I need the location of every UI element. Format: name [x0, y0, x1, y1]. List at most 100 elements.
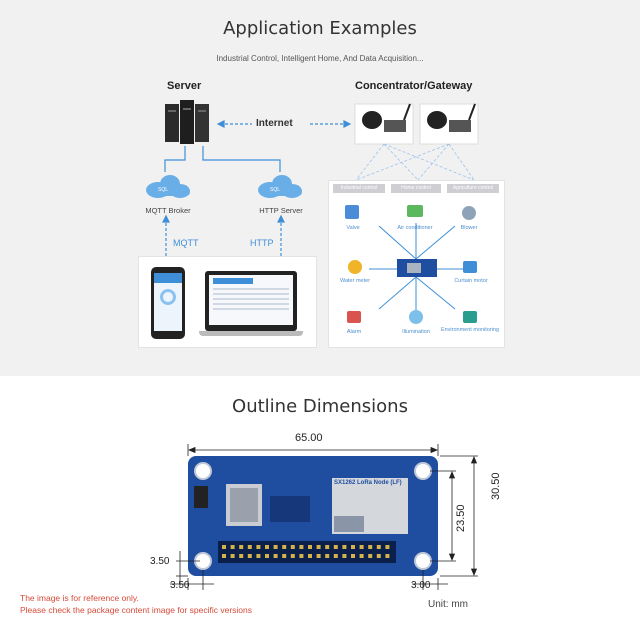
- mqtt-sql-label: SQL: [158, 187, 169, 193]
- device-environment-monitoring: Environment monitoring: [440, 327, 500, 333]
- hole-offset-right-label: 3.00: [411, 580, 431, 591]
- header-pin: [265, 554, 269, 558]
- header-pin: [376, 554, 381, 558]
- header-pin: [368, 545, 373, 549]
- height-dimension-lines: [430, 455, 478, 577]
- header-pin: [290, 545, 295, 549]
- header-pin: [230, 545, 235, 549]
- header-pin: [351, 554, 355, 558]
- application-diagram: [146, 100, 479, 266]
- header-pin: [359, 545, 364, 549]
- app-examples-title: Application Examples: [223, 18, 417, 39]
- header-pin: [299, 545, 304, 549]
- device-blower: Blower: [460, 225, 478, 231]
- header-pin: [376, 545, 381, 549]
- curtain-motor-icon: [463, 261, 477, 273]
- air-conditioner-icon: [407, 205, 423, 217]
- iot-zone-panel: Industrial control Home control Agricult…: [328, 180, 505, 348]
- header-pin: [273, 545, 278, 549]
- header-pin: [333, 545, 338, 549]
- blower-icon: [462, 206, 476, 220]
- zone-tag-industrial: Industrial control: [333, 184, 385, 193]
- width-dimension-line: [187, 444, 439, 456]
- header-pin: [230, 554, 235, 558]
- header-pin: [333, 554, 338, 558]
- header-pin: [325, 545, 330, 549]
- header-pin: [273, 554, 278, 558]
- application-examples-panel: [0, 0, 640, 376]
- mqtt-cloud-icon: [146, 175, 190, 198]
- http-sql-label: SQL: [270, 187, 281, 193]
- environment-monitoring-icon: [463, 311, 477, 323]
- device-curtain-motor: Curtain motor: [454, 278, 488, 284]
- header-pin: [290, 554, 295, 558]
- phone-icon: [151, 267, 185, 339]
- header-pin: [239, 545, 244, 549]
- inner-height-dim-label: 23.50: [455, 504, 467, 532]
- header-pin: [385, 554, 390, 558]
- zone-tag-home: Home control: [391, 184, 441, 193]
- client-panel: [138, 256, 317, 348]
- switch-icon: [194, 486, 208, 508]
- disclaimer-line2: Please check the package content image f…: [20, 605, 252, 615]
- header-pin: [247, 545, 252, 549]
- device-air-conditioner: Air conditioner: [397, 225, 433, 231]
- app-examples-subtitle: Industrial Control, Intelligent Home, An…: [216, 54, 424, 63]
- ic-block: [270, 496, 310, 522]
- valve-icon: [345, 205, 359, 219]
- header-pin: [351, 545, 355, 549]
- header-pin: [316, 554, 321, 558]
- header-pin: [239, 554, 244, 558]
- header-pin: [222, 545, 226, 549]
- module-label: SX1262 LoRa Node (LF): [334, 480, 402, 486]
- hole-offset-y-label: 3.50: [150, 556, 170, 567]
- device-alarm: Alarm: [346, 329, 362, 335]
- gateway-icon-2: [419, 103, 479, 145]
- header-pin: [265, 545, 269, 549]
- width-dim-label: 65.00: [295, 432, 323, 444]
- header-pin: [342, 545, 347, 549]
- header-pin: [222, 554, 226, 558]
- header-pin: [299, 554, 304, 558]
- zone-tag-agriculture: Agriculture control: [447, 184, 499, 193]
- http-cloud-icon: [258, 175, 302, 198]
- mount-hole-tl: [194, 462, 212, 480]
- mqtt-broker-label: MQTT Broker: [145, 206, 191, 215]
- header-pin: [256, 554, 261, 558]
- unit-label: Unit: mm: [428, 599, 468, 610]
- height-dim-label: 30.50: [490, 472, 502, 500]
- header-pin: [247, 554, 252, 558]
- header-pin: [385, 545, 390, 549]
- laptop-icon: [205, 271, 297, 331]
- internet-arrow: [216, 120, 352, 128]
- http-label: HTTP: [250, 238, 274, 248]
- header-pin: [368, 554, 373, 558]
- header-pin: [308, 554, 312, 558]
- gpio-header: [218, 541, 396, 563]
- gateway-label: Concentrator/Gateway: [355, 80, 473, 92]
- hole-offset-lines: [170, 551, 448, 590]
- device-illumination: Illumination: [402, 329, 430, 335]
- gateway-mesh-lines: [355, 143, 475, 181]
- header-pin: [282, 554, 287, 558]
- server-label: Server: [167, 80, 202, 92]
- outline-diagram: [170, 444, 478, 590]
- gateway-icon-1: [354, 103, 414, 145]
- alarm-icon: [347, 311, 361, 323]
- hole-offset-x-label: 3.50: [170, 580, 190, 591]
- header-pin: [282, 545, 287, 549]
- server-broker-links: [164, 146, 281, 172]
- illumination-icon: [409, 310, 423, 324]
- header-pin: [325, 554, 330, 558]
- device-water-meter: Water meter: [339, 278, 371, 284]
- device-valve: Valve: [346, 225, 360, 231]
- internet-label: Internet: [256, 118, 293, 129]
- disclaimer-line1: The image is for reference only.: [20, 593, 139, 603]
- mount-hole-tr: [414, 462, 432, 480]
- outline-title: Outline Dimensions: [232, 396, 408, 417]
- mqtt-label: MQTT: [173, 238, 199, 248]
- header-pin: [342, 554, 347, 558]
- iot-hub-diagram: [345, 205, 477, 324]
- header-pin: [316, 545, 321, 549]
- header-pin: [359, 554, 364, 558]
